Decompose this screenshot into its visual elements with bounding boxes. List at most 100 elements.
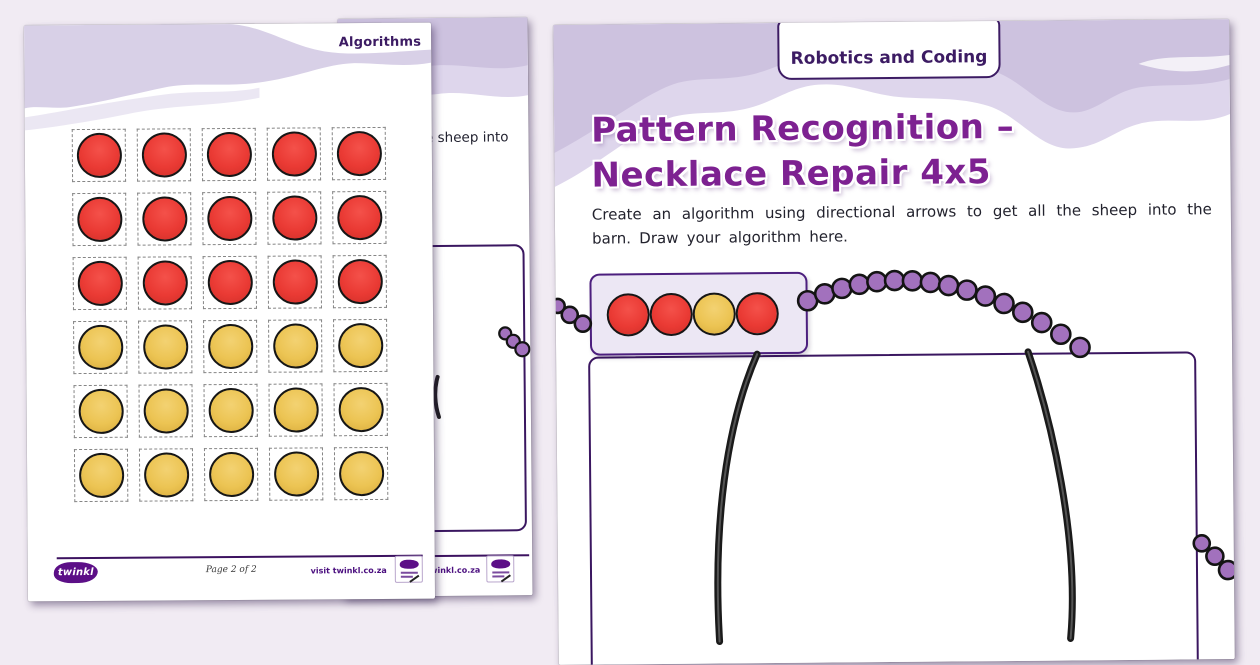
purple-bead [560,305,580,325]
yellow-bead-zoomed [692,291,736,336]
red-bead [336,194,383,241]
red-bead [206,195,253,242]
yellow-bead [78,388,124,435]
instructions-text: Create an algorithm using directional ar… [591,200,1212,248]
worksheet-page-2: Algorithms twinkl Page 2 of 2 visit twin… [23,22,436,602]
grid-cell [333,382,388,437]
resource-title: Pattern Recognition – Necklace Repair 4x… [591,105,1015,199]
red-bead [207,259,253,306]
grid-cell [202,191,257,246]
yellow-bead [207,323,253,370]
topic-tab: Robotics and Coding [777,19,1001,81]
yellow-bead [273,451,319,497]
header-wave-decoration [23,23,432,131]
grid-cell [267,191,322,245]
red-bead [76,196,123,243]
red-bead [206,131,252,178]
purple-bead [1205,546,1225,567]
badge-logo-icon [399,559,419,569]
grid-cell [203,383,258,438]
grid-cell [203,319,258,374]
purple-bead [813,283,836,305]
necklace-beads-partial [498,326,531,358]
grid-cell [71,128,127,183]
grid-cell [268,319,323,373]
yellow-bead [272,323,318,369]
red-bead [141,196,188,242]
purple-bead [1217,559,1235,581]
red-bead [272,259,318,305]
red-bead-zoomed [735,291,779,335]
grid-cell [137,192,192,246]
red-bead [141,132,187,178]
grid-cell [266,127,322,181]
red-bead [271,195,318,241]
grid-cell [332,190,387,245]
algorithm-drawing-box [588,351,1199,665]
topic-tab-label: Robotics and Coding [790,47,988,69]
yellow-bead [338,450,384,497]
purple-bead [901,269,924,292]
grid-cell [202,255,257,310]
grid-cell [333,446,389,501]
red-bead [336,130,382,177]
purple-bead [1011,301,1034,324]
purple-bead [1050,323,1072,346]
yellow-bead [143,388,189,434]
grid-cell [268,447,324,501]
header-wave-decoration [553,19,1231,187]
footer-divider [56,554,423,560]
purple-bead [883,269,906,292]
purple-bead [974,285,997,307]
yellow-bead [143,452,189,498]
grid-cell [137,256,192,310]
red-bead [271,131,317,177]
yellow-bead [208,451,254,498]
grid-cell [268,383,323,437]
yellow-bead [273,387,319,433]
twinkl-quality-badge [394,555,423,583]
yellow-bead [337,322,383,369]
grid-cell [73,320,128,375]
purple-bead [573,314,593,334]
red-bead [77,260,123,307]
yellow-bead [78,452,124,499]
grid-cell [331,126,387,181]
red-bead [76,132,122,179]
grid-cell [72,192,127,247]
worksheet-page-1: Robotics and Coding Pattern Recognition … [553,19,1235,665]
grid-cell [333,318,388,373]
page-topic-label: Algorithms [338,34,422,51]
red-bead-zoomed [606,292,650,337]
grid-cell [138,448,194,502]
resource-title-line1: Pattern Recognition – [590,106,1015,151]
grid-cell [72,256,127,311]
yellow-bead [338,386,384,433]
purple-bead [553,297,566,315]
yellow-bead [142,324,188,370]
bead-zoom-box [589,271,809,356]
purple-bead [831,277,853,300]
grid-cell [201,127,257,182]
twinkl-quality-badge [486,555,515,583]
purple-bead [956,279,978,301]
purple-bead [866,270,888,293]
necklace-decoration-partial [433,326,531,419]
badge-logo-icon [491,559,511,569]
yellow-bead [77,324,123,371]
purple-bead [919,271,942,294]
visit-url-label: visit twinkl.co.za [310,565,387,576]
grid-cell [73,448,129,503]
yellow-bead [208,387,254,434]
red-bead [337,258,383,305]
red-bead [142,260,188,306]
purple-bead [848,273,871,296]
grid-cell [332,254,387,309]
grid-cell [138,320,193,374]
purple-bead [937,274,960,297]
necklace-cord-stub [433,374,441,419]
red-bead-zoomed [649,292,693,336]
purple-bead [1030,311,1053,334]
bead-cutout-grid [71,126,389,503]
grid-cell [203,447,259,502]
